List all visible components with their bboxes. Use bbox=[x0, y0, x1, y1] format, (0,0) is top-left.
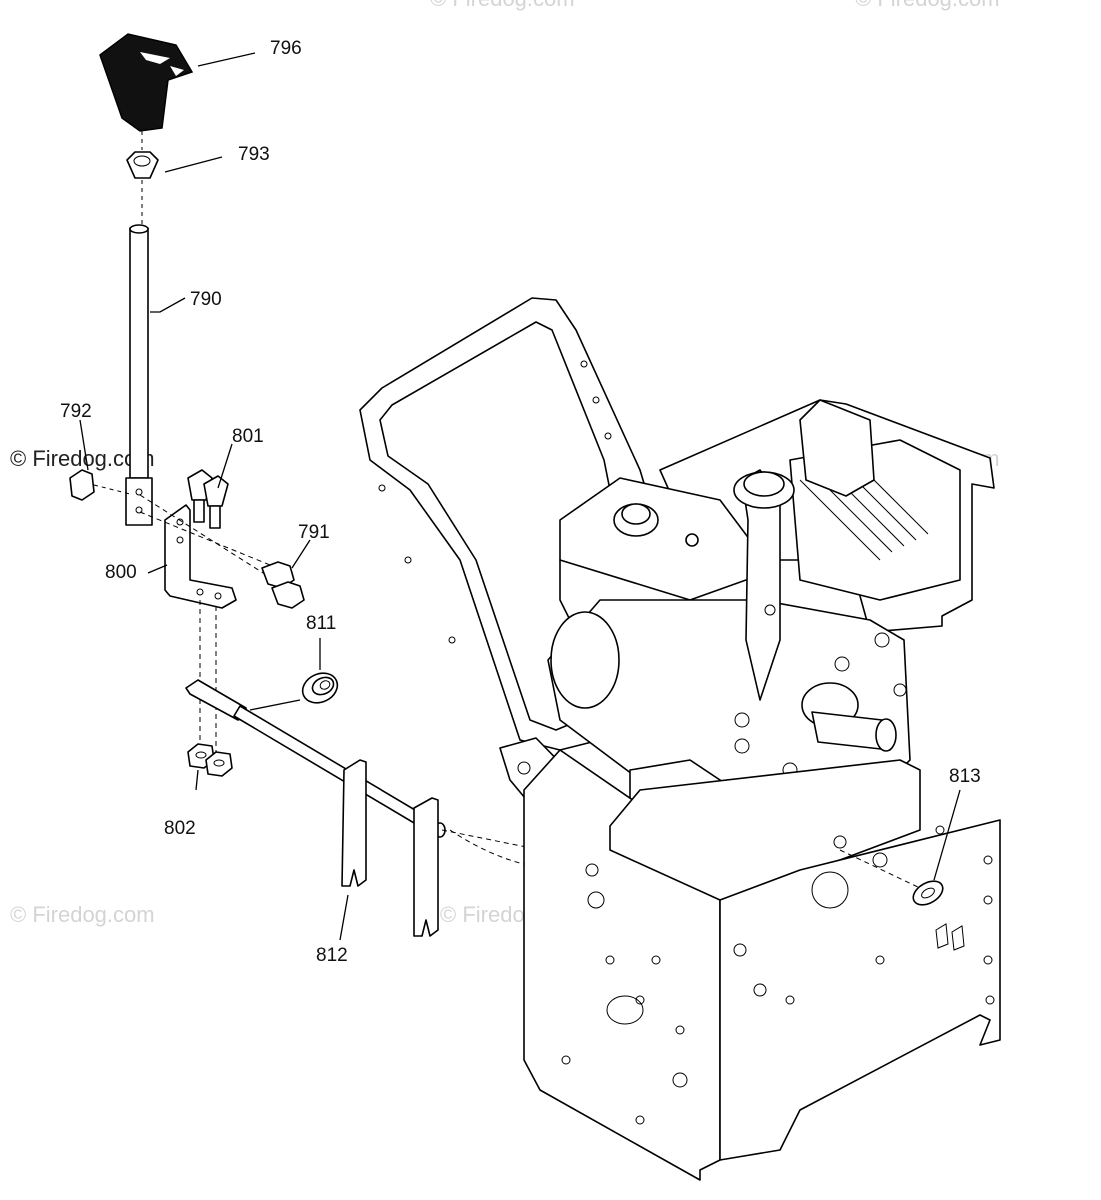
shift-shaft bbox=[185, 679, 741, 937]
bolts-801 bbox=[187, 469, 229, 529]
watermark-left-bottom: © Firedog.com bbox=[10, 902, 155, 927]
frame-plates bbox=[523, 749, 1001, 1181]
bolt-792 bbox=[69, 469, 131, 501]
callout-813: 813 bbox=[949, 766, 981, 787]
leader-lines bbox=[79, 52, 961, 941]
watermark-top-center: © Firedog.com bbox=[430, 0, 575, 11]
hex-nut-793 bbox=[126, 151, 159, 225]
callout-812: 812 bbox=[316, 945, 348, 966]
callout-801: 801 bbox=[232, 426, 264, 447]
watermark-top-right: © Firedog.com bbox=[855, 0, 1000, 11]
callout-811: 811 bbox=[306, 613, 336, 634]
callout-796: 796 bbox=[270, 38, 302, 59]
shift-rod bbox=[125, 224, 153, 526]
callout-labels: 796 793 790 792 801 791 800 811 802 812 … bbox=[60, 38, 981, 966]
callout-791: 791 bbox=[298, 522, 330, 543]
callout-800: 800 bbox=[105, 562, 137, 583]
shift-knob bbox=[99, 33, 194, 150]
callout-792: 792 bbox=[60, 401, 92, 422]
nuts-802 bbox=[187, 743, 233, 777]
bolts-791 bbox=[261, 561, 305, 609]
bearing-811 bbox=[301, 672, 339, 704]
callout-793: 793 bbox=[238, 144, 270, 165]
callout-790: 790 bbox=[190, 289, 222, 310]
retainer-clip-813 bbox=[839, 849, 944, 906]
callout-802: 802 bbox=[164, 818, 196, 839]
